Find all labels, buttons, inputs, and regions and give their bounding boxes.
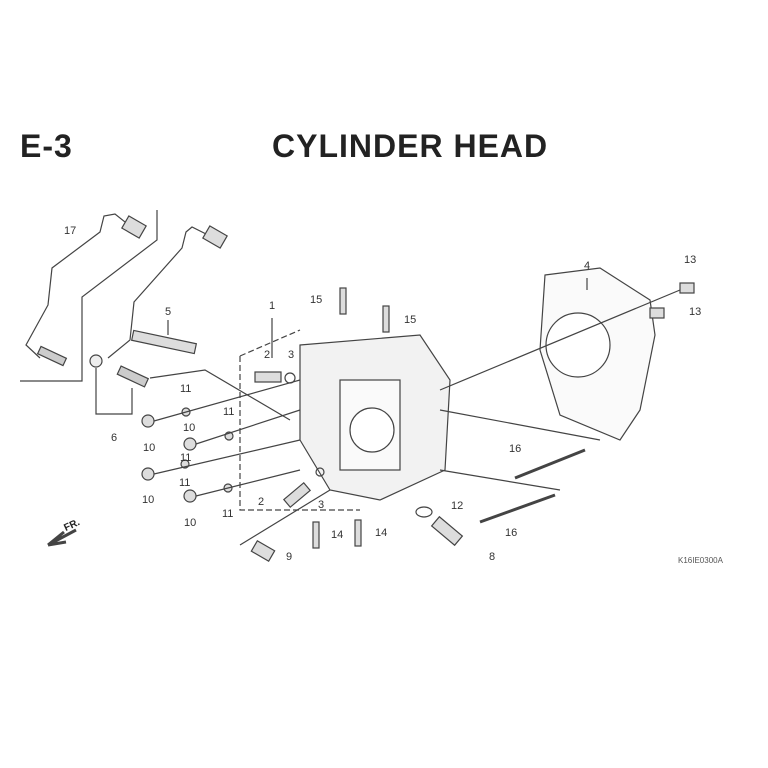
part-label[interactable]: 15 (404, 314, 417, 326)
dowel-13-b (649, 307, 665, 319)
washer-12 (415, 506, 433, 518)
part-label[interactable]: 10 (142, 494, 155, 506)
o2-sensor-17-cable (25, 213, 131, 359)
stud-15-a (339, 287, 347, 315)
part-label[interactable]: 11 (180, 452, 192, 464)
front-arrow-icon (47, 528, 77, 547)
part-label[interactable]: 1 (269, 300, 276, 312)
bolt-9-guide (239, 489, 331, 546)
stud-14-a (312, 521, 320, 549)
gasket-guide-line (439, 289, 681, 491)
part-label[interactable]: 11 (223, 406, 235, 418)
sensor-6-cable (107, 226, 211, 359)
part-label[interactable]: 10 (143, 442, 156, 454)
dowel-2-bottom (282, 481, 312, 509)
part-label[interactable]: 10 (184, 517, 197, 529)
part-label[interactable]: 17 (64, 225, 77, 237)
sensor-8 (430, 515, 464, 547)
part-label[interactable]: 11 (222, 508, 234, 520)
sensor-6-head (89, 354, 103, 368)
page-title: CYLINDER HEAD (272, 128, 549, 164)
nut-guide-lines (153, 379, 301, 497)
bolt-16-a (514, 448, 586, 480)
part-label[interactable]: 16 (505, 527, 518, 539)
cap-nut-10-a (141, 414, 155, 428)
cap-nut-10-b (183, 437, 197, 451)
sensor-6-connector (202, 225, 228, 249)
section-code: E-3 (20, 128, 73, 164)
stud-14-b (354, 519, 362, 547)
part-label[interactable]: 15 (310, 294, 323, 306)
part-label[interactable]: 3 (288, 349, 295, 361)
spark-plug-5 (130, 329, 198, 355)
bolt-9 (250, 539, 276, 563)
sensor-6-probe (116, 365, 150, 388)
sensor-leader-line (149, 369, 291, 421)
bolt-16-b (479, 493, 556, 524)
o-ring-3-bottom (315, 467, 325, 477)
part-label[interactable]: 12 (451, 500, 464, 512)
dowel-13-a (679, 282, 695, 294)
part-label[interactable]: 11 (180, 383, 192, 395)
cylinder-head-outline-box (239, 329, 360, 511)
cap-nut-10-d (183, 489, 197, 503)
stud-15-b (382, 305, 390, 333)
part-label[interactable]: 5 (165, 306, 172, 318)
part-label[interactable]: 14 (375, 527, 388, 539)
cylinder-head-bore (349, 407, 395, 453)
part-label[interactable]: 13 (689, 306, 702, 318)
o2-sensor-17-tip (36, 345, 68, 367)
sensor-group-divider (20, 210, 158, 382)
part-label[interactable]: 3 (318, 499, 325, 511)
dowel-2-top (254, 371, 282, 383)
cap-nut-10-c (141, 467, 155, 481)
part-label[interactable]: 6 (111, 432, 118, 444)
part-label[interactable]: 2 (264, 349, 271, 361)
part-label[interactable]: 10 (183, 422, 196, 434)
diagram-code: K16IE0300A (678, 556, 723, 565)
part-label[interactable]: 8 (489, 551, 496, 563)
head-gasket-bore (545, 312, 611, 378)
part-label[interactable]: 4 (584, 260, 591, 272)
part-label[interactable]: 9 (286, 551, 293, 563)
bracket-6 (95, 368, 133, 415)
part-label[interactable]: 14 (331, 529, 344, 541)
o2-sensor-17-connector (121, 215, 147, 239)
part-label[interactable]: 11 (179, 477, 191, 489)
part-label[interactable]: 13 (684, 254, 697, 266)
part-label[interactable]: 16 (509, 443, 522, 455)
part-label[interactable]: 2 (258, 496, 265, 508)
